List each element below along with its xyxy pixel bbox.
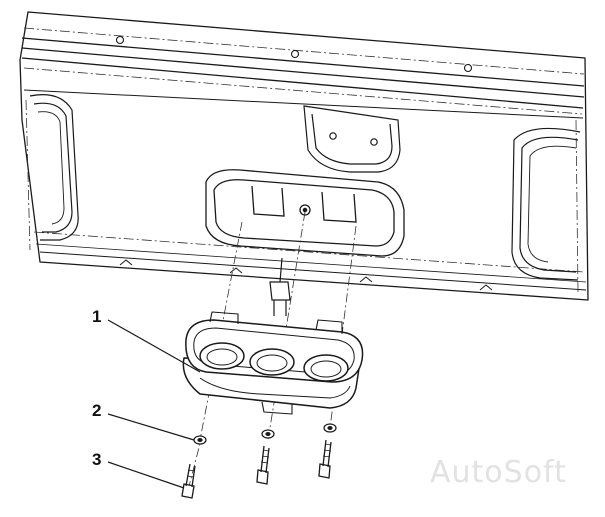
callout-leaders [107, 319, 201, 489]
washer-left [193, 435, 207, 445]
wire-connector [269, 257, 291, 316]
washer-right [323, 423, 337, 433]
panel-guide-lines [23, 27, 585, 293]
screw-left [181, 463, 196, 499]
callout-1: 1 [92, 307, 101, 326]
left-recess [29, 94, 79, 241]
console-lamp-unit [182, 311, 364, 415]
washer-middle [261, 429, 275, 439]
leader-2 [107, 413, 195, 441]
callout-2: 2 [92, 401, 101, 420]
callout-3: 3 [92, 450, 101, 469]
roof-panel [19, 11, 589, 301]
screw-middle [256, 445, 270, 485]
washers [193, 423, 337, 445]
rail-mounting-holes [115, 35, 473, 73]
screws [181, 439, 332, 499]
watermark-logo: AutoSoft [430, 455, 567, 490]
right-recess [511, 127, 581, 281]
upper-bracket [303, 105, 401, 173]
screw-right [318, 439, 332, 479]
leader-3 [107, 461, 185, 489]
leader-1 [107, 319, 201, 373]
